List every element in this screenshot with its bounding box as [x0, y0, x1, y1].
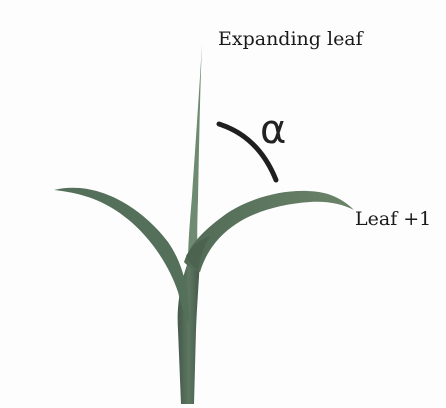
leaf-plus-one-sheath [186, 236, 210, 270]
angle-alpha-label: α [260, 107, 287, 153]
expanding-leaf-label: Expanding leaf [218, 28, 363, 50]
angle-arc [216, 121, 279, 183]
left-leaf [54, 187, 190, 322]
leaf-plus-one [184, 190, 354, 272]
expanding-leaf [188, 44, 202, 262]
leaf-plus-one-label: Leaf +1 [355, 208, 432, 230]
